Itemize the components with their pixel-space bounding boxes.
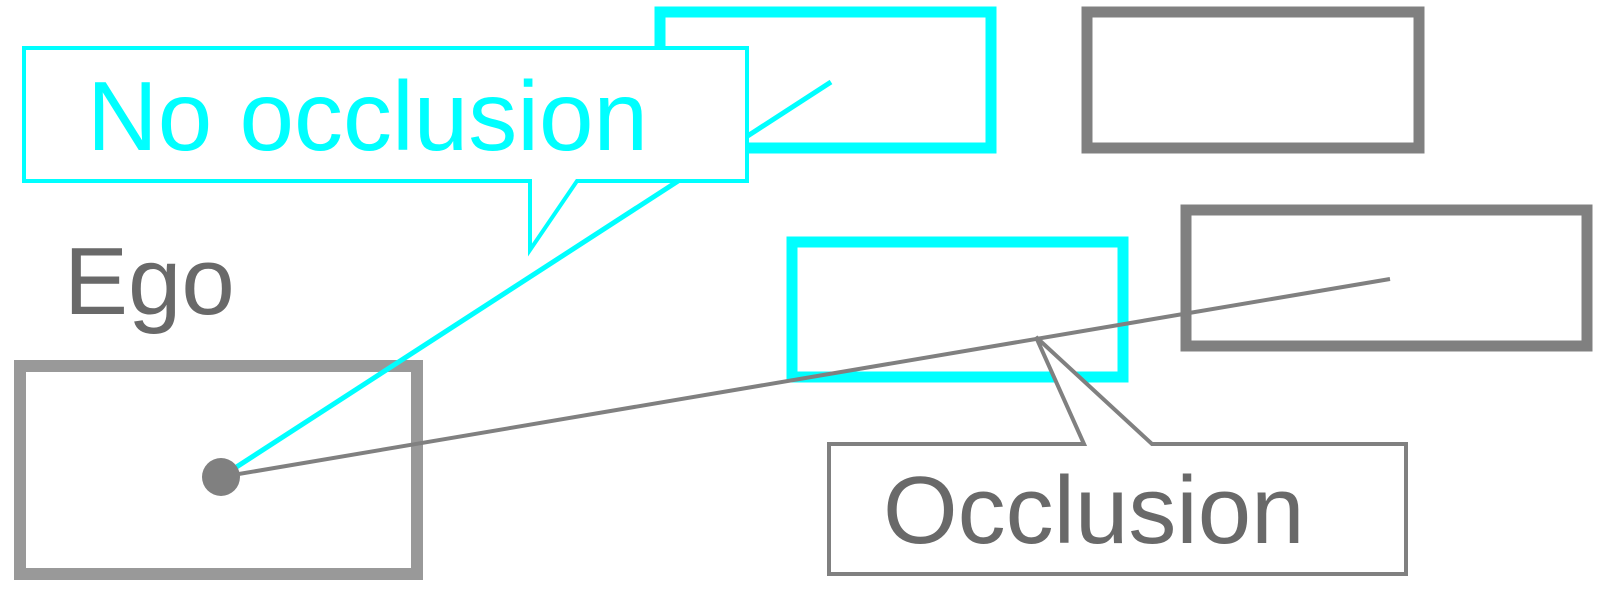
middle-cyan-vehicle-box — [786, 236, 1129, 383]
ego-point — [202, 458, 240, 496]
no-occlusion-callout-box — [22, 46, 749, 257]
right-gray-vehicle-box — [1180, 204, 1593, 352]
no-occlusion-label: No occlusion — [87, 61, 648, 171]
top-right-gray-vehicle-box — [1081, 6, 1425, 154]
occlusion-label: Occlusion — [883, 457, 1305, 564]
occlusion-sight-line — [220, 277, 1391, 479]
occlusion-callout-box — [827, 335, 1408, 576]
ego-label: Ego — [64, 228, 235, 335]
ego-vehicle-box — [14, 360, 423, 580]
